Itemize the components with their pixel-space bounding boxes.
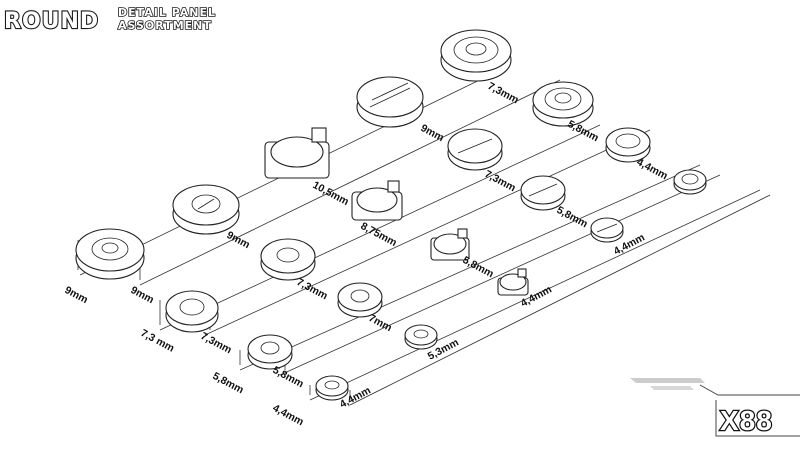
size-label: 5,8mm: [555, 204, 590, 230]
panel-part: [447, 128, 503, 171]
panel-part: [165, 290, 219, 333]
panel-part: [404, 324, 438, 350]
size-label: 10,5mm: [311, 179, 351, 208]
panel-part: [337, 282, 383, 318]
panel-part: [356, 76, 424, 128]
parts: [75, 29, 707, 401]
panel-part: [520, 175, 566, 211]
size-label: 7,3mm: [199, 330, 234, 356]
size-label: 5,8mm: [271, 364, 306, 390]
panel-part: [673, 169, 707, 195]
panel-part: [590, 217, 624, 243]
title-logo: ROUND DETAIL PANEL ASSORTMENT: [3, 5, 216, 35]
panel-part: [351, 180, 403, 221]
size-label: 9mm: [419, 122, 446, 144]
panel-part: [75, 228, 145, 280]
panel-part: [264, 127, 330, 179]
panel-part: [532, 81, 594, 127]
size-labels: 9mm 9mm 9mm 10,5mm 9mm 7,3mm 7,3 mm 7,3m…: [63, 80, 670, 428]
panel-part: [497, 268, 529, 296]
size-label: 5,8mm: [461, 254, 496, 280]
size-label: 4,4mm: [635, 156, 670, 182]
size-label: 9mm: [63, 284, 90, 306]
size-label: 7,3 mm: [139, 327, 177, 355]
size-label: 4,4mm: [271, 402, 306, 428]
title-assortment: ASSORTMENT: [118, 19, 212, 32]
panel-part: [172, 184, 240, 235]
panel-part: [430, 228, 470, 261]
size-label: 7,3mm: [483, 168, 518, 194]
size-label: 9mm: [129, 284, 156, 306]
panel-part: [440, 29, 512, 82]
panel-part: [605, 127, 651, 163]
size-label: 7,3mm: [486, 80, 521, 106]
count-text: X88: [720, 405, 773, 436]
title-round: ROUND: [4, 9, 99, 34]
size-label: 7mm: [367, 312, 394, 334]
size-label: 5,8mm: [211, 370, 246, 396]
panel-part: [260, 238, 316, 281]
panel-part: [315, 375, 349, 401]
title-detail-panel: DETAIL PANEL: [118, 6, 216, 19]
dimension-grid: [77, 69, 771, 406]
count-badge: X88: [630, 378, 800, 437]
panel-part: [247, 334, 293, 370]
